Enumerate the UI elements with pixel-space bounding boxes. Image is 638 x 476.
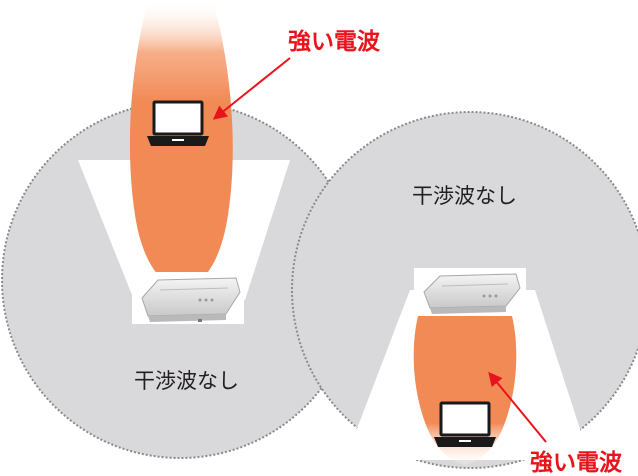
access-point-left-icon (132, 272, 244, 324)
access-point-right-icon (414, 268, 526, 316)
label-no-interference-right: 干渉波なし (412, 184, 517, 208)
arrow-strong-wave-bottom (488, 371, 547, 443)
laptop-bottom-icon (434, 401, 496, 447)
label-strong-wave-bottom: 強い電波 (530, 450, 623, 476)
label-strong-wave-top: 強い電波 (288, 29, 381, 55)
laptop-top-icon (147, 100, 209, 146)
label-no-interference-left: 干渉波なし (134, 369, 239, 393)
strong-beam-bottom (413, 316, 517, 465)
arrow-strong-wave-top (212, 57, 291, 120)
